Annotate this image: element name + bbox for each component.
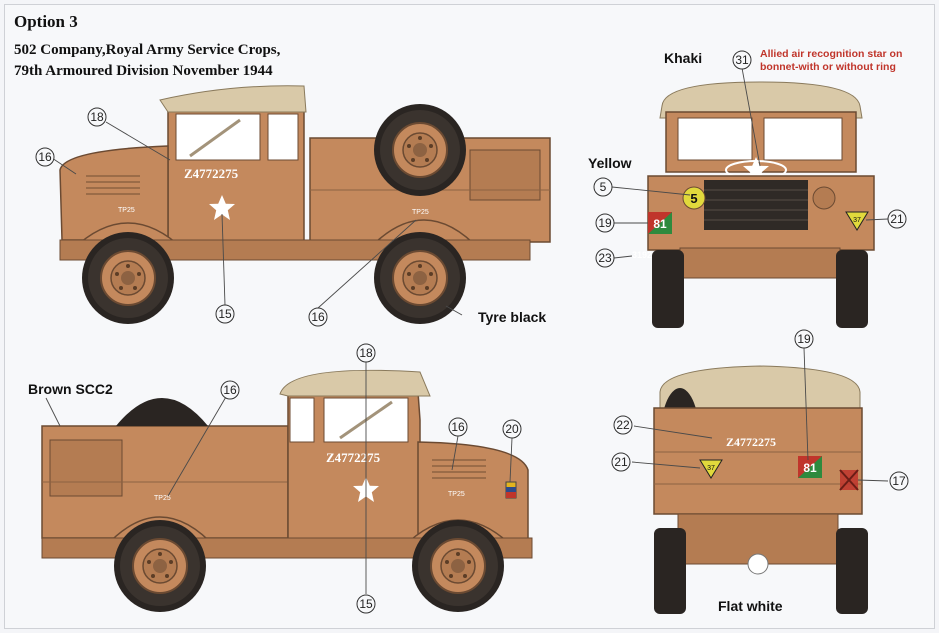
svg-text:17: 17: [892, 474, 906, 488]
air-recognition-note-line-1: Allied air recognition star on: [760, 48, 903, 60]
callout-15-bottom: 15: [356, 594, 376, 614]
svg-text:21: 21: [890, 212, 904, 226]
side-view-left: Z4772275 TP25 TP25: [59, 85, 551, 325]
side-view-right: Z4772275 TP25 TP25: [41, 369, 533, 613]
svg-text:15: 15: [359, 597, 373, 611]
svg-text:22: 22: [616, 418, 630, 432]
callouts: 31 18 16 5 19 21 23 15 16 18 16 16 20 15…: [35, 50, 909, 614]
callout-18-top: 18: [87, 107, 107, 127]
cab-registration-left: Z4772275: [184, 166, 239, 181]
tp-code-left-front: TP25: [118, 207, 135, 214]
unit-line-2: 79th Armoured Division November 1944: [14, 63, 273, 79]
callout-18-bottom: 18: [356, 343, 376, 363]
tp-code-right-front: TP25: [448, 491, 465, 498]
svg-text:16: 16: [451, 420, 465, 434]
callout-15-top: 15: [215, 304, 235, 324]
front-number-plate: 31922(D): [632, 250, 670, 260]
rear-registration: Z4772275: [726, 435, 776, 449]
front-view: 5 81 37 31922(D): [632, 81, 875, 328]
bridge-class-number: 5: [690, 191, 697, 206]
callout-21-front: 21: [887, 209, 907, 229]
svg-text:18: 18: [359, 346, 373, 360]
tp-code-left-rear: TP25: [412, 209, 429, 216]
tp-code-right-rear: TP25: [154, 495, 171, 502]
svg-text:18: 18: [90, 110, 104, 124]
formation-sign-front: 37: [853, 217, 861, 224]
callout-16-bottom-front: 16: [448, 417, 468, 437]
callout-16-top-rear: 16: [308, 307, 328, 327]
callout-17: 17: [889, 471, 909, 491]
callout-22: 22: [613, 415, 633, 435]
svg-text:19: 19: [797, 332, 811, 346]
unit-description: 502 Company,Royal Army Service Crops, 79…: [14, 40, 280, 82]
air-recognition-note: Allied air recognition star on bonnet-wi…: [760, 48, 902, 74]
svg-text:16: 16: [311, 310, 325, 324]
callout-19-front: 19: [595, 213, 615, 233]
svg-text:19: 19: [598, 216, 612, 230]
svg-text:23: 23: [598, 251, 612, 265]
svg-text:20: 20: [505, 422, 519, 436]
cab-registration-right: Z4772275: [326, 450, 381, 465]
flat-white-label: Flat white: [718, 598, 783, 614]
callout-21-rear: 21: [611, 452, 631, 472]
callout-20: 20: [502, 419, 522, 439]
svg-text:15: 15: [218, 307, 232, 321]
svg-text:5: 5: [600, 180, 607, 194]
rear-view: Z4772275 81 37: [653, 365, 868, 614]
callout-lines: [45, 67, 889, 594]
air-recognition-note-line-2: bonnet-with or without ring: [760, 61, 896, 73]
callout-23: 23: [595, 248, 615, 268]
callout-5: 5: [593, 177, 613, 197]
unit-sign-rear: 81: [803, 461, 817, 475]
khaki-label: Khaki: [664, 50, 703, 66]
callout-16-top-left: 16: [35, 147, 55, 167]
svg-text:21: 21: [614, 455, 628, 469]
callout-31: 31: [732, 50, 752, 70]
callout-19-rear: 19: [794, 329, 814, 349]
unit-sign-front: 81: [653, 217, 667, 231]
formation-sign-rear: 37: [707, 465, 715, 472]
option-title: Option 3: [14, 12, 78, 31]
tyre-black-label: Tyre black: [478, 309, 547, 325]
svg-text:31: 31: [735, 53, 749, 67]
unit-line-1: 502 Company,Royal Army Service Crops,: [14, 42, 281, 58]
svg-text:16: 16: [38, 150, 52, 164]
callout-16-bottom-rear: 16: [220, 380, 240, 400]
svg-text:16: 16: [223, 383, 237, 397]
brown-scc2-label: Brown SCC2: [28, 381, 113, 397]
yellow-label: Yellow: [588, 155, 632, 171]
